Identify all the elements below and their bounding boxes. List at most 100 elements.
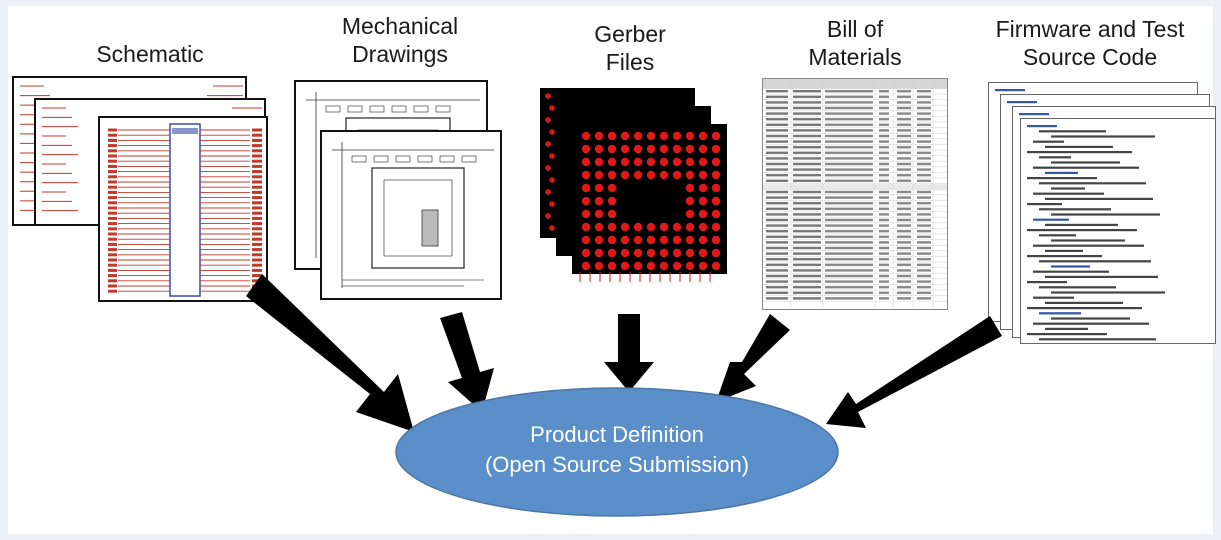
schematic-label: [108, 190, 117, 194]
bom-cell: [917, 202, 931, 205]
bom-cell: [793, 207, 821, 210]
code-line: [1051, 291, 1165, 294]
schematic-label: [108, 237, 117, 241]
bom-cell: [825, 162, 873, 166]
schematic-label: [252, 248, 262, 252]
bom-cell: [879, 213, 889, 216]
bom-cell: [766, 140, 788, 143]
bom-cell: [917, 112, 931, 115]
bom-cell: [917, 258, 931, 261]
bom-cell: [766, 174, 788, 177]
schematic-label: [108, 170, 117, 174]
bom-cell: [825, 129, 873, 132]
code-line: [1033, 270, 1109, 273]
bom-cell: [825, 218, 873, 222]
bom-cell: [766, 269, 788, 272]
bom-cell: [917, 179, 931, 182]
schematic-label: [252, 206, 262, 210]
bom-cell: [917, 174, 931, 177]
schematic-ic-body: [169, 123, 201, 297]
schematic-label: [252, 190, 262, 194]
schematic-label: [108, 284, 117, 288]
bom-cell: [825, 174, 873, 177]
bom-cell: [825, 297, 873, 300]
bom-cell: [766, 101, 788, 104]
bom-cell: [793, 291, 821, 294]
bom-cell: [766, 297, 788, 300]
bom-cell: [825, 95, 873, 98]
code-line: [1045, 327, 1088, 330]
code-line: [995, 89, 1025, 92]
bom-cell: [793, 179, 821, 182]
schematic-label: [252, 170, 262, 174]
bom-cell: [766, 179, 788, 182]
code-line: [1045, 275, 1158, 278]
schematic-label: [252, 180, 262, 184]
bom-cell: [879, 297, 889, 300]
bom-cell: [825, 241, 873, 244]
bom-cell: [897, 252, 911, 255]
bom-cell: [897, 213, 911, 216]
code-line: [1051, 161, 1120, 164]
bom-cell: [897, 123, 911, 126]
bom-cell: [825, 106, 873, 110]
bom-cell: [766, 106, 788, 110]
bom-cell: [793, 123, 821, 126]
bom-cell: [793, 118, 821, 121]
bom-cell: [825, 118, 873, 121]
code-line: [1027, 229, 1137, 232]
bom-cell: [825, 246, 873, 250]
schematic-label: [252, 237, 262, 241]
bom-cell: [897, 101, 911, 104]
code-line: [1039, 156, 1071, 159]
bom-cell: [897, 218, 911, 222]
bom-cell: [917, 129, 931, 132]
bom-cell: [917, 280, 931, 283]
callout-box: [347, 105, 363, 113]
bom-cell: [897, 235, 911, 238]
bom-cell: [897, 286, 911, 289]
bom-cell: [825, 157, 873, 160]
bom-cell: [766, 118, 788, 121]
bom-cell: [917, 291, 931, 294]
schematic-label: [252, 138, 262, 142]
bom-cell: [793, 101, 821, 104]
bom-cell: [825, 202, 873, 205]
bom-cell: [793, 274, 821, 278]
bom-cell: [825, 196, 873, 199]
bom-cell: [917, 263, 931, 266]
bom-cell: [897, 246, 911, 250]
bom-cell: [897, 202, 911, 205]
schematic-label: [108, 258, 117, 262]
bom-cell: [766, 95, 788, 98]
bom-cell: [917, 224, 931, 227]
arrows: [246, 274, 1002, 432]
schematic-label: [108, 232, 117, 236]
hatched-component: [421, 209, 439, 247]
code-line: [1045, 145, 1113, 148]
bom-cell: [766, 207, 788, 210]
schematic-label: [252, 274, 262, 278]
bom-cell: [825, 90, 873, 93]
schematic-label: [252, 185, 262, 189]
schematic-label: [108, 263, 117, 267]
code-line: [1051, 135, 1155, 138]
callout-box: [351, 155, 367, 163]
code-line: [1027, 203, 1062, 206]
schematic-label: [108, 201, 117, 205]
code-line: [1051, 213, 1160, 216]
schematic-label: [108, 128, 117, 132]
bom-cell: [825, 274, 873, 278]
callout-box: [369, 105, 385, 113]
bom-cell: [766, 235, 788, 238]
bom-cell: [879, 179, 889, 182]
bom-cell: [917, 168, 931, 171]
bom-cell: [766, 151, 788, 154]
code-line: [1033, 218, 1069, 221]
code-line: [1039, 182, 1146, 185]
bom-cell: [917, 123, 931, 126]
bom-cell: [766, 168, 788, 171]
schematic-label: [108, 279, 117, 283]
bom-cell: [793, 252, 821, 255]
